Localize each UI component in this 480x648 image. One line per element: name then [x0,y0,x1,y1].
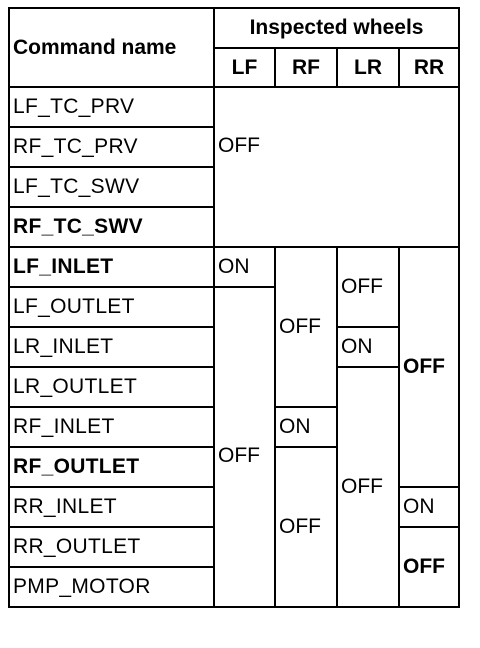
command-name-cell: RF_TC_PRV [8,126,215,168]
command-name-cell: LR_OUTLET [8,366,215,408]
command-name-cell: LF_INLET [8,246,215,288]
inspected-wheels-header: Inspected wheels [212,7,461,49]
rf-inlet-rf-cell: ON [274,406,338,448]
command-name-cell: LF_TC_SWV [8,166,215,208]
command-name-cell: PMP_MOTOR [8,566,215,608]
lf-inlet-lf-cell: ON [213,246,276,288]
rf-column-bottom-cell: OFF [274,446,338,608]
rr-column-bottom-cell: OFF [397,526,461,608]
command-inspection-table: Command name Inspected wheels LF RF LR R… [8,7,461,608]
command-name-cell: LR_INLET [8,326,215,368]
lr-column-top-cell: OFF [336,246,400,328]
command-name-cell: RF_TC_SWV [8,206,215,248]
command-name-header: Command name [8,7,215,88]
lr-column-bottom-cell: OFF [336,366,400,608]
rf-column-top-cell: OFF [274,246,338,408]
valves-all-off-cell: OFF [212,86,461,248]
lf-column-rest-cell: OFF [213,286,276,608]
wheel-header-rr: RR [397,47,461,88]
command-name-cell: RR_OUTLET [8,526,215,568]
wheel-header-lr: LR [336,47,400,88]
wheel-header-lf: LF [213,47,276,88]
lr-inlet-lr-cell: ON [336,326,400,368]
command-name-cell: LF_OUTLET [8,286,215,328]
rr-inlet-rr-cell: ON [397,486,461,528]
command-name-cell: RR_INLET [8,486,215,528]
command-name-cell: RF_INLET [8,406,215,448]
command-name-cell: RF_OUTLET [8,446,215,488]
wheel-header-rf: RF [274,47,338,88]
command-name-cell: LF_TC_PRV [8,86,215,128]
rr-column-top-cell: OFF [397,246,461,488]
